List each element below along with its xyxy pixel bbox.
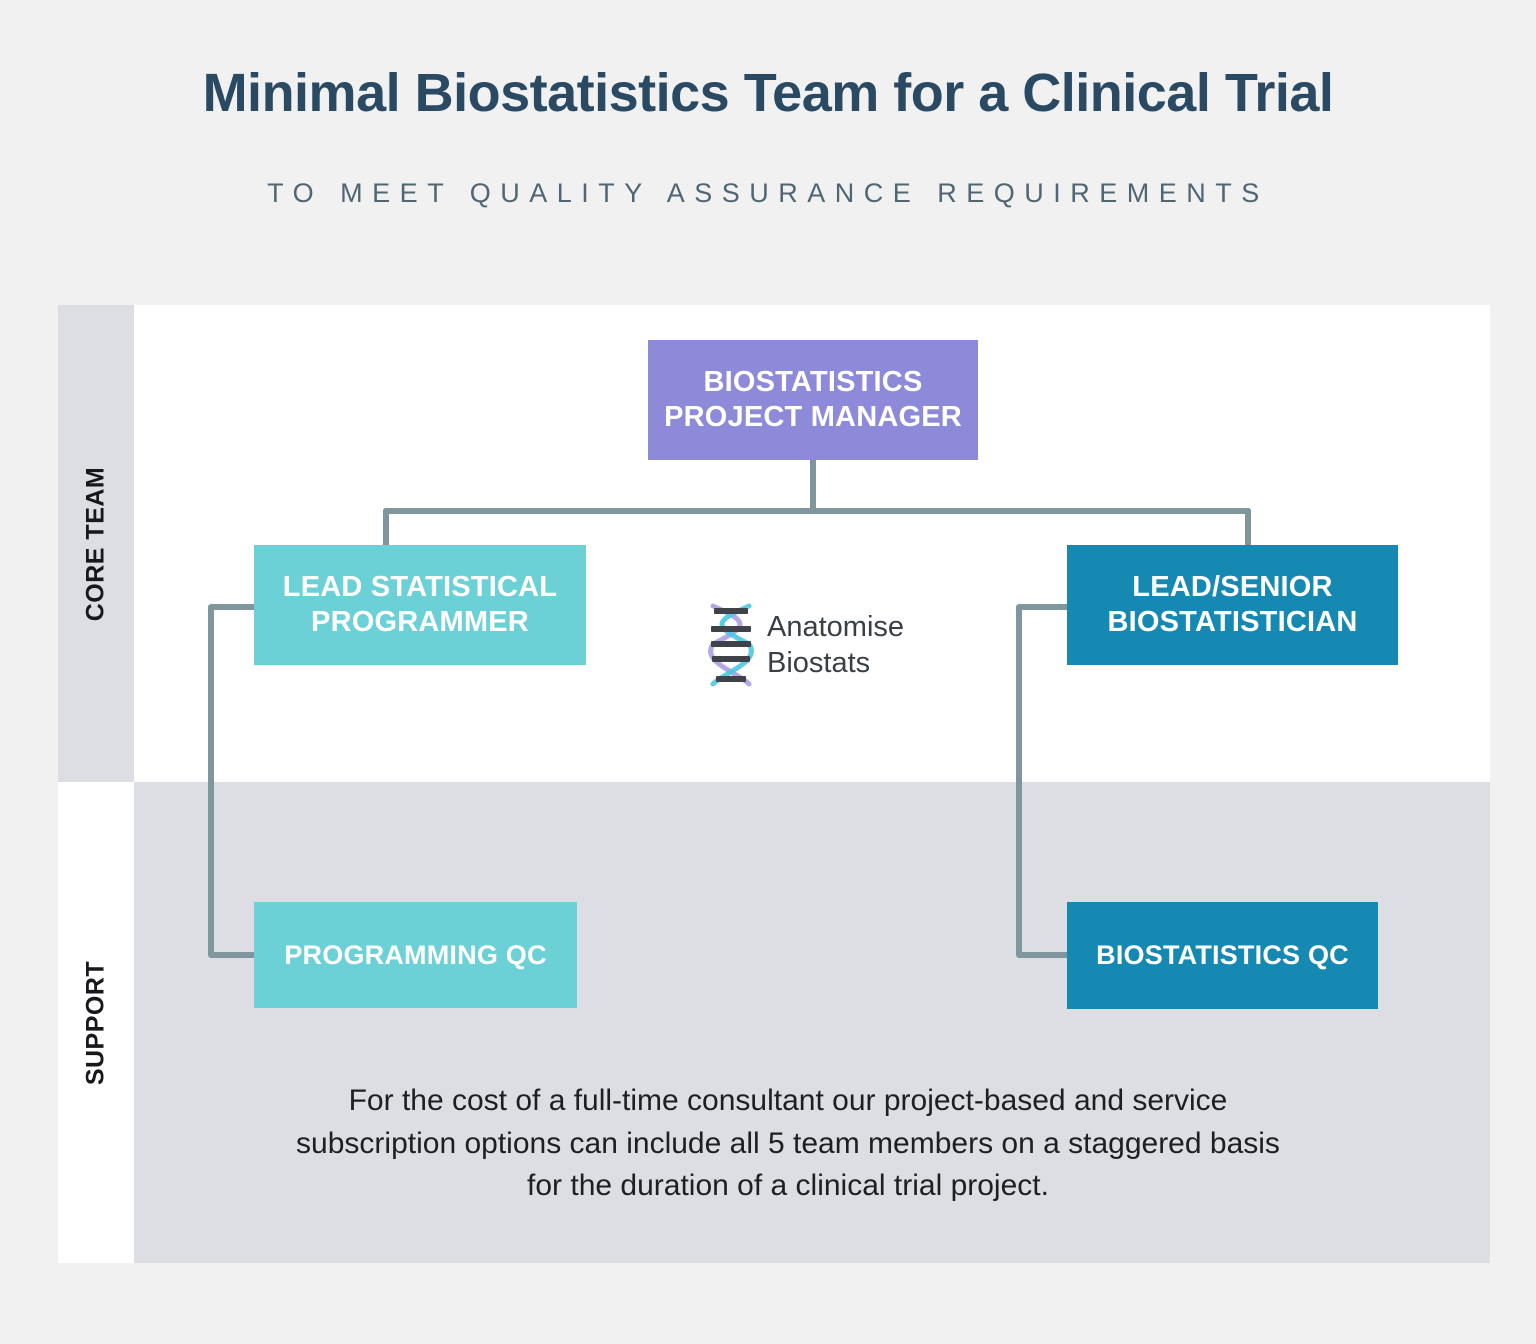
section-support-background [134, 782, 1490, 1263]
logo-line-1: Anatomise [767, 610, 905, 643]
caption-text: For the cost of a full-time consultant o… [198, 1080, 1378, 1208]
node-lead-senior-biostatistician[interactable]: LEAD/SENIOR BIOSTATISTICIAN [1067, 545, 1398, 665]
rail-support: SUPPORT [58, 782, 134, 1263]
node-lead-statistical-programmer[interactable]: LEAD STATISTICAL PROGRAMMER [254, 545, 586, 665]
dna-helix-icon [708, 603, 754, 687]
rail-core-team: CORE TEAM [58, 305, 134, 782]
node-label: BIOSTATISTICS PROJECT MANAGER [664, 365, 962, 433]
logo-wordmark: Anatomise Biostats [767, 609, 904, 682]
org-chart-panel: CORE TEAM SUPPORT BIOSTATISTICS PROJECT … [58, 305, 1490, 1263]
node-label: LEAD/SENIOR BIOSTATISTICIAN [1107, 570, 1358, 638]
header: Minimal Biostatistics Team for a Clinica… [0, 0, 1536, 300]
caption-line-2: subscription options can include all 5 t… [296, 1126, 1280, 1160]
node-label: BIOSTATISTICS QC [1096, 940, 1349, 971]
rail-label-core-team: CORE TEAM [81, 466, 110, 621]
node-biostatistics-project-manager[interactable]: BIOSTATISTICS PROJECT MANAGER [648, 340, 978, 460]
node-label: PROGRAMMING QC [284, 939, 547, 970]
page-subtitle: TO MEET QUALITY ASSURANCE REQUIREMENTS [267, 178, 1269, 208]
node-programming-qc[interactable]: PROGRAMMING QC [254, 902, 577, 1008]
logo-line-2: Biostats [767, 647, 871, 679]
caption-line-3: for the duration of a clinical trial pro… [527, 1169, 1049, 1203]
caption-line-1: For the cost of a full-time consultant o… [348, 1084, 1228, 1117]
node-label: LEAD STATISTICAL PROGRAMMER [282, 570, 558, 638]
node-biostatistics-qc[interactable]: BIOSTATISTICS QC [1067, 902, 1378, 1009]
rail-label-support: SUPPORT [81, 960, 110, 1085]
page-title: Minimal Biostatistics Team for a Clinica… [202, 63, 1334, 123]
brand-logo: Anatomise Biostats [703, 600, 933, 690]
